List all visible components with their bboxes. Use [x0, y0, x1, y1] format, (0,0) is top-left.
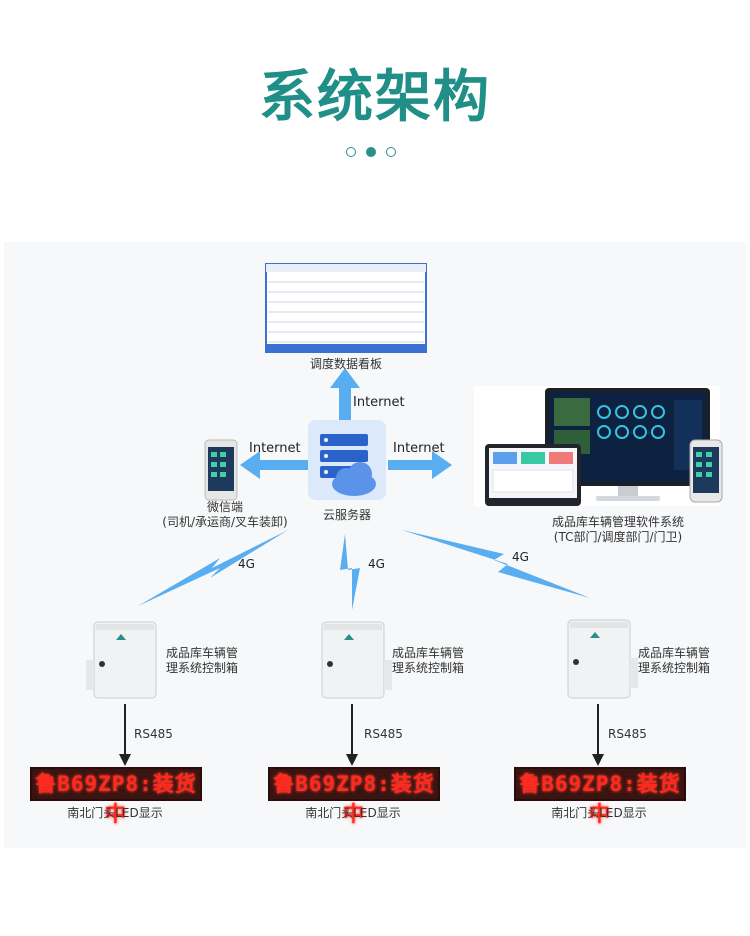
- internet-right-label: Internet: [393, 441, 445, 456]
- controller-1-label-line1: 成品库车辆管: [166, 646, 239, 660]
- software-label-line2: (TC部门/调度部门/门卫): [553, 530, 683, 544]
- link-4g-center-label: 4G: [368, 557, 385, 571]
- rs485-arrow-2: [346, 704, 358, 766]
- rs485-label-3: RS485: [608, 727, 647, 741]
- cloud-server-label: 云服务器: [322, 508, 371, 522]
- software-system-devices-image: [474, 386, 723, 506]
- control-box-3-image: [567, 619, 638, 699]
- internet-up-label: Internet: [353, 395, 405, 410]
- display-label-2: 南北门头LED显示: [305, 806, 401, 820]
- software-label-line1: 成品库车辆管理软件系统: [551, 515, 684, 529]
- arrow-right-internet: [388, 451, 452, 479]
- rs485-label-2: RS485: [364, 727, 403, 741]
- dashboard-label: 调度数据看板: [309, 357, 382, 371]
- link-4g-left-bolt: [138, 530, 288, 606]
- rs485-arrow-1: [119, 704, 131, 766]
- rs485-arrow-3: [592, 704, 604, 766]
- control-box-2-image: [321, 621, 392, 699]
- display-label-3: 南北门头LED显示: [551, 806, 647, 820]
- link-4g-center-bolt: [340, 534, 360, 610]
- carousel-dot-3[interactable]: [386, 147, 396, 157]
- control-box-1-image: [86, 621, 157, 699]
- controller-2-label-line1: 成品库车辆管: [392, 646, 465, 660]
- cloud-server-icon: [308, 420, 386, 500]
- display-label-1: 南北门头LED显示: [67, 806, 163, 820]
- carousel-dot-1[interactable]: [346, 147, 356, 157]
- dashboard-screen-image: [265, 263, 427, 353]
- controller-1-label-line2: 理系统控制箱: [166, 661, 239, 675]
- carousel-indicator: [342, 146, 408, 160]
- controller-3-label-line1: 成品库车辆管: [638, 646, 711, 660]
- link-4g-right-label: 4G: [512, 550, 529, 564]
- led-display-2: 鲁B69ZP8:装货中: [268, 767, 440, 826]
- wechat-label-line2: (司机/承运商/叉车装卸): [162, 515, 288, 529]
- internet-left-label: Internet: [249, 441, 301, 456]
- link-4g-right-bolt: [402, 530, 590, 598]
- controller-3-label-line2: 理系统控制箱: [638, 661, 711, 675]
- page-title: 系统架构: [259, 65, 491, 130]
- arrow-up-internet: [330, 368, 360, 426]
- rs485-label-1: RS485: [134, 727, 173, 741]
- led-display-3: 鲁B69ZP8:装货中: [514, 767, 686, 826]
- arrow-left-internet: [240, 451, 308, 479]
- wechat-phone-image: [204, 439, 238, 501]
- controller-2-label-line2: 理系统控制箱: [392, 661, 465, 675]
- carousel-dot-2[interactable]: [366, 147, 376, 157]
- led-display-1: 鲁B69ZP8:装货中: [30, 767, 202, 826]
- wechat-label-line1: 微信端: [206, 500, 243, 514]
- link-4g-left-label: 4G: [238, 557, 255, 571]
